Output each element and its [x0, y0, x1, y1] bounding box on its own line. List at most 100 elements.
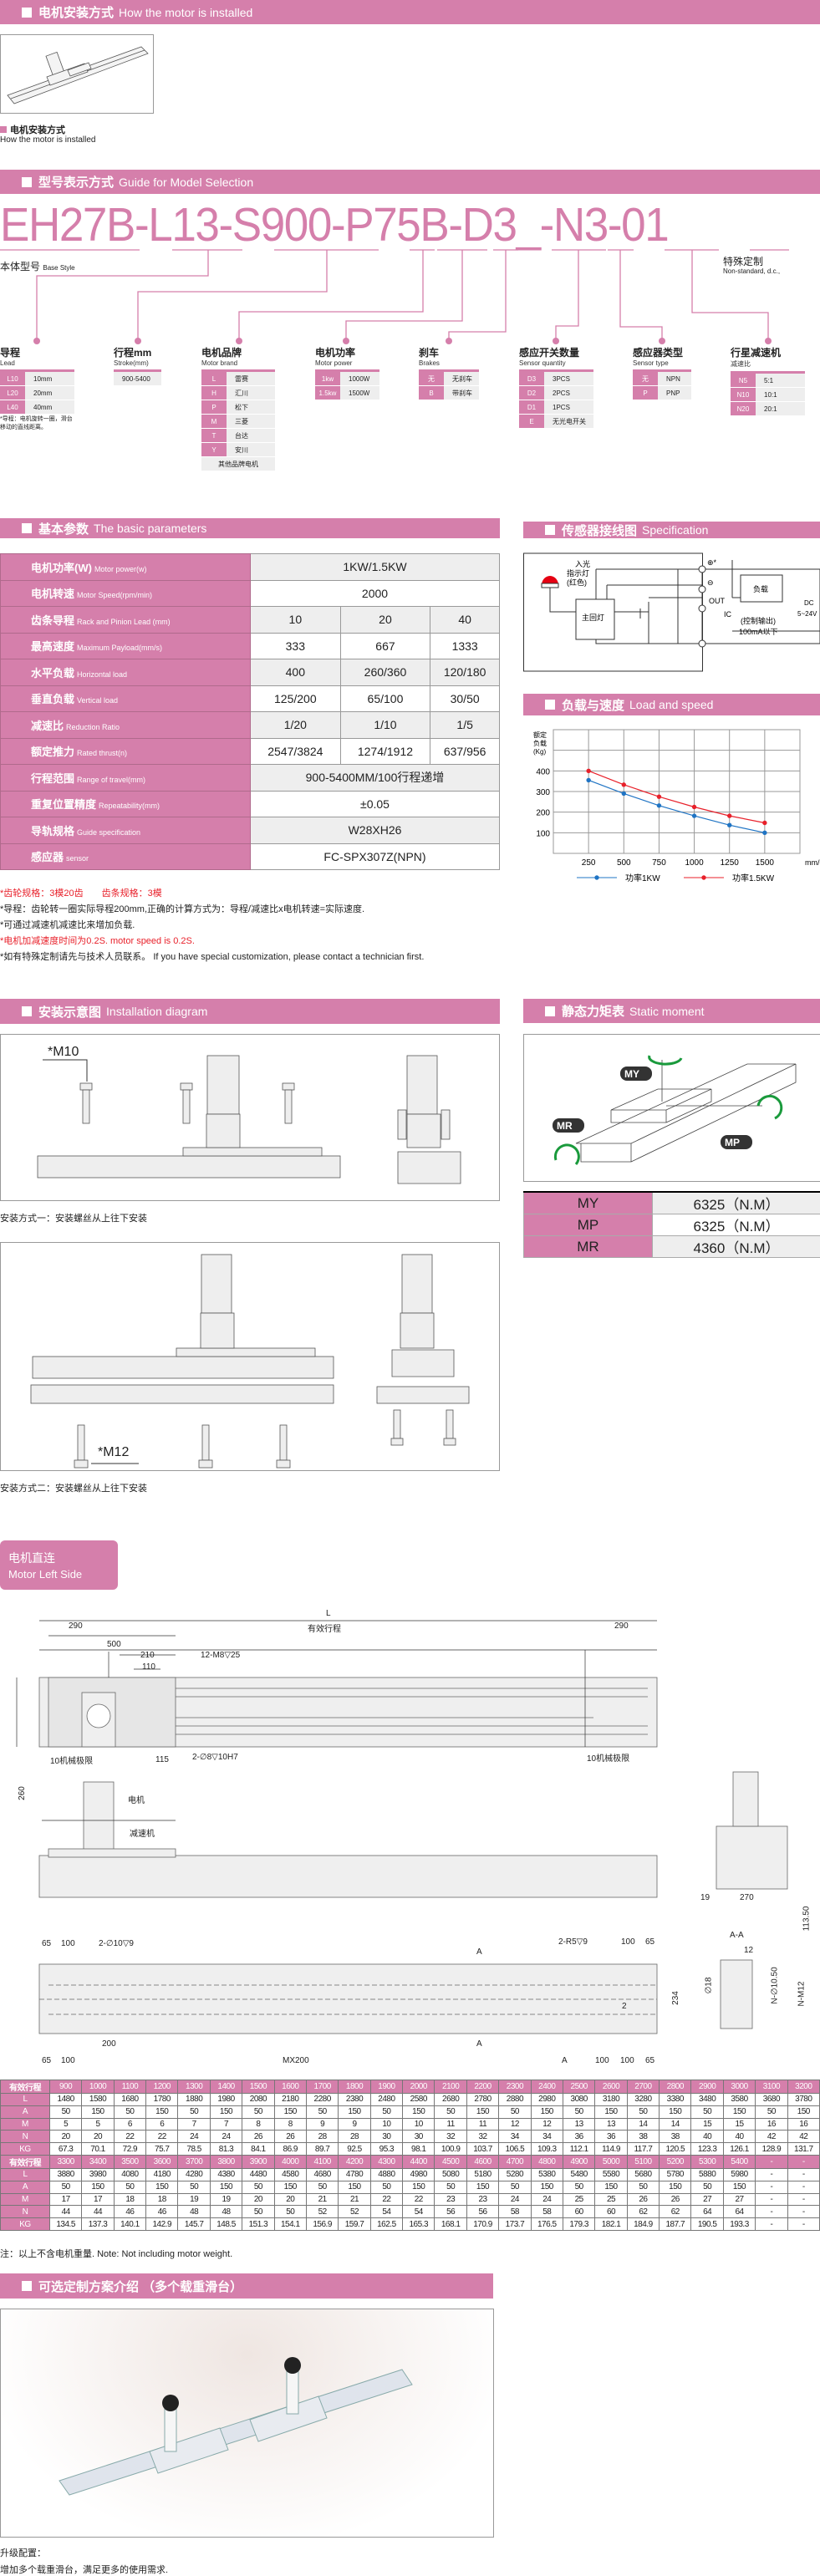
dim-cell: 3980 [82, 2168, 114, 2181]
dimension-label: 270 [740, 1893, 754, 1902]
sensor-label: ⊖ [707, 578, 714, 587]
stroke-cell: 2800 [660, 2080, 691, 2094]
option-group-subtitle: Lead [0, 359, 74, 367]
data-point [727, 823, 731, 827]
dim-cell: - [787, 2218, 819, 2231]
dim-cell: 52 [339, 2206, 370, 2218]
param-note: *齿轮规格：3模20齿 齿条规格：3模 [0, 886, 162, 899]
param-label-en: Horizontal load [77, 670, 127, 679]
stroke-cell: 4200 [339, 2155, 370, 2168]
dim-cell: 3680 [756, 2094, 787, 2106]
dim-cell: 25 [563, 2193, 594, 2206]
dim-cell: 134.5 [49, 2218, 81, 2231]
dim-cell: 3880 [49, 2168, 81, 2181]
dim-cell: 20 [242, 2193, 274, 2206]
sensor-label: OUT [709, 597, 726, 605]
row-label: A [1, 2105, 50, 2118]
dim-cell: 18 [114, 2193, 145, 2206]
dim-cell: 5680 [627, 2168, 659, 2181]
param-value: 637/956 [430, 738, 500, 765]
dim-cell: 11 [435, 2118, 466, 2131]
series-line-0 [588, 780, 765, 832]
option-code: H [201, 386, 227, 400]
dim-cell: 24 [531, 2193, 563, 2206]
dimension-label: 113.50 [802, 1907, 811, 1932]
dim-cell: 70.1 [82, 2143, 114, 2156]
stroke-cell: 4900 [563, 2155, 594, 2168]
dim-cell: 150 [531, 2105, 563, 2118]
stroke-cell: 3300 [49, 2155, 81, 2168]
legend-marker [701, 875, 705, 879]
stroke-cell: - [756, 2155, 787, 2168]
dimension-table-note: 注：以上不含电机重量. Note: Not including motor we… [0, 2247, 232, 2260]
row-label: L [1, 2168, 50, 2181]
stroke-cell: 4500 [435, 2155, 466, 2168]
stroke-cell: 2400 [531, 2080, 563, 2094]
row-label: N [1, 2206, 50, 2218]
dim-cell: 148.5 [210, 2218, 242, 2231]
dimension-label: 65 [645, 2056, 654, 2065]
option-code: N10 [731, 388, 756, 401]
option-code: D3 [519, 372, 544, 385]
moment-label: MR [524, 1236, 653, 1258]
stroke-cell: 3800 [210, 2155, 242, 2168]
dim-cell: - [756, 2181, 787, 2193]
stroke-cell: 4300 [370, 2155, 402, 2168]
dim-cell: 1980 [210, 2094, 242, 2106]
sensor-label: 主回灯 [582, 613, 604, 622]
dim-cell: 52 [306, 2206, 338, 2218]
dim-cell: 60 [595, 2206, 627, 2218]
dim-cell: 54 [403, 2206, 435, 2218]
dimension-label: 100 [595, 2056, 609, 2065]
stroke-cell: 5400 [723, 2155, 755, 2168]
dim-cell: 26 [274, 2131, 306, 2143]
dim-cell: - [756, 2193, 787, 2206]
dim-cell: 50 [499, 2105, 531, 2118]
x-tick-label: 500 [617, 858, 631, 868]
row-label: KG [1, 2218, 50, 2231]
square-bullet-icon [22, 523, 32, 533]
dim-cell: 16 [787, 2118, 819, 2131]
param-label-cn: 行程范围 [31, 772, 74, 785]
moment-diagram-label: MR [557, 1120, 573, 1132]
stroke-cell: 5200 [660, 2155, 691, 2168]
dimension-label: 100 [61, 1939, 75, 1948]
dimension-label: 10机械极限 [50, 1754, 93, 1766]
dim-cell: 18 [146, 2193, 178, 2206]
stroke-cell: 2200 [466, 2080, 498, 2094]
dimension-label: 2 [622, 2002, 627, 2011]
section-header-custom: 可选定制方案介绍 （多个载重滑台） [0, 2273, 493, 2299]
sensor-label: 指示灯 [567, 568, 589, 578]
moment-diagram-label: MP [725, 1137, 740, 1148]
dim-cell: 3480 [691, 2094, 723, 2106]
install-method-image [0, 34, 154, 114]
data-point [586, 778, 590, 782]
data-point [622, 792, 626, 796]
dim-cell: 4480 [242, 2168, 274, 2181]
dimension-label: N-∅10.50 [771, 1967, 780, 2003]
dim-cell: 2980 [531, 2094, 563, 2106]
dim-cell: 156.9 [306, 2218, 338, 2231]
dim-cell: 150 [82, 2181, 114, 2193]
installation-method-1-diagram: *M10 [0, 1034, 500, 1201]
stroke-cell: 1800 [339, 2080, 370, 2094]
installation-caption-2: 安装方式二：安装螺丝从上往下安装 [0, 1481, 147, 1494]
option-value: 1PCS [544, 404, 570, 411]
option-value: 20:1 [756, 405, 777, 413]
dim-cell: 140.1 [114, 2218, 145, 2231]
stroke-cell: 5000 [595, 2155, 627, 2168]
option-value: 台达 [227, 431, 248, 440]
dim-cell: 150 [723, 2181, 755, 2193]
